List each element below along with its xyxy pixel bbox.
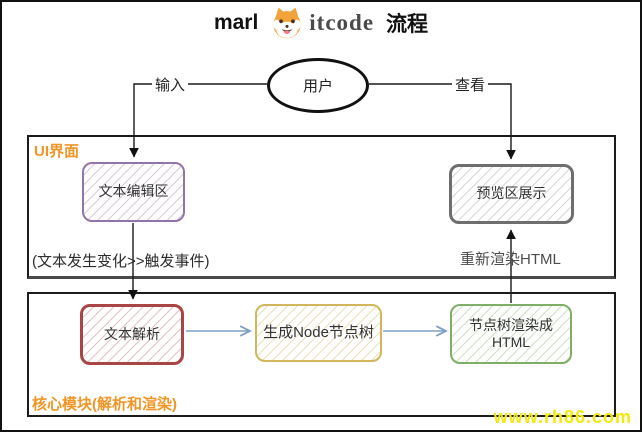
node-preview-area-label: 预览区展示	[476, 185, 547, 202]
node-text-parse-label: 文本解析	[104, 325, 160, 342]
node-render-html-label: 节点树渲染成HTML	[469, 316, 553, 351]
edge-label-view: 查看	[452, 74, 489, 95]
node-render-html: 节点树渲染成HTML	[450, 304, 572, 364]
node-preview-area: 预览区展示	[449, 164, 574, 224]
container-ui-label: UI界面	[34, 143, 80, 160]
shiba-dog-icon	[273, 7, 301, 39]
title-left-text: marl	[213, 11, 259, 34]
node-text-editor: 文本编辑区	[82, 162, 185, 222]
edge-label-rerender-html: 重新渲染HTML	[460, 251, 561, 268]
node-user: 用户	[267, 58, 369, 113]
edge-label-input: 输入	[152, 74, 189, 95]
edge-label-change-event: (文本发生变化>>触发事件)	[32, 253, 210, 270]
container-ui-layer: UI界面	[27, 135, 616, 279]
node-generate-node-tree-label: 生成Node节点树	[263, 323, 374, 341]
container-core-label: 核心模块(解析和渲染)	[32, 396, 177, 413]
title-right-text: 流程	[386, 13, 429, 36]
node-text-editor-label: 文本编辑区	[98, 183, 169, 200]
node-user-label: 用户	[302, 78, 333, 95]
diagram-title: marl itcode 流程	[2, 6, 640, 40]
node-generate-node-tree: 生成Node节点树	[255, 304, 382, 362]
node-text-parse: 文本解析	[80, 304, 184, 365]
container-core-module: 核心模块(解析和渲染)	[27, 292, 616, 417]
watermark-text: www.rh86.com	[493, 407, 632, 427]
itcode-logo: itcode	[266, 6, 379, 40]
logo-text: itcode	[309, 10, 375, 35]
